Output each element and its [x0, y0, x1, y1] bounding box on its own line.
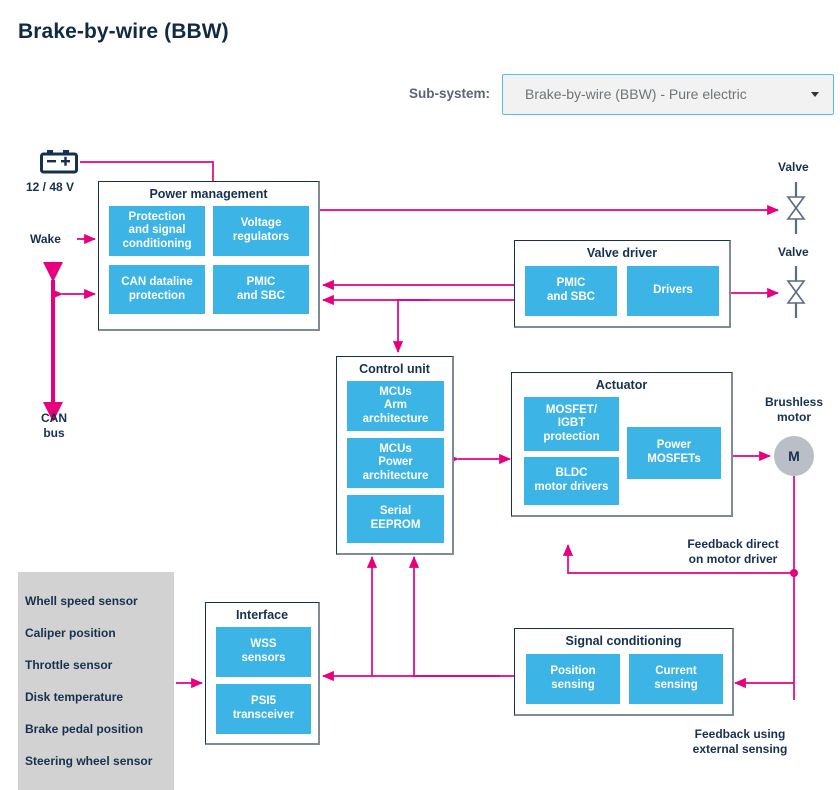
chip-valve-pmic-and-sbc[interactable]: PMIC and SBC [525, 266, 617, 316]
motor-line1: Brushless [764, 395, 824, 409]
feedback-direct-line2: on motor driver [688, 552, 778, 566]
feedback-direct-label: Feedback direct on motor driver [658, 537, 808, 567]
power-management-title: Power management [149, 187, 268, 201]
list-item: Throttle sensor [25, 658, 113, 672]
chip-line: architecture [362, 469, 429, 482]
can-bus-line2: bus [43, 426, 65, 440]
chip-line: WSS [250, 638, 277, 651]
valve-top-label: Valve [778, 160, 809, 174]
chip-line: MOSFET/ [545, 403, 598, 416]
can-bus-line1: CAN [41, 411, 67, 425]
chip-line: transceiver [232, 709, 295, 721]
list-item: Caliper position [25, 626, 116, 640]
chip-mosfet-igbt-protection[interactable]: MOSFET/ IGBT protection [524, 397, 619, 451]
chip-line: sensing [551, 679, 595, 691]
chip-line: Current [655, 665, 697, 678]
supply-voltage-label: 12 / 48 V [26, 180, 75, 194]
valve-top-icon [786, 182, 806, 234]
valve-bottom-label: Valve [778, 245, 809, 259]
module-actuator[interactable]: Actuator MOSFET/ IGBT protection BLDC mo… [511, 372, 733, 517]
chip-voltage-regulators[interactable]: Voltage regulators [213, 206, 309, 256]
chip-line: regulators [232, 231, 290, 243]
subsystem-select[interactable]: Brake-by-wire (BBW) - Pure electric [502, 74, 834, 115]
chip-line: MOSFETs [647, 453, 701, 465]
sensor-list-panel: Whell speed sensor Caliper position Thro… [18, 572, 174, 790]
actuator-title: Actuator [595, 378, 648, 392]
chip-position-sensing[interactable]: Position sensing [526, 654, 620, 704]
chip-line: PMIC [246, 275, 276, 288]
chip-line: Power [656, 439, 692, 452]
chip-line: Drivers [653, 284, 693, 297]
chip-line: and SBC [237, 289, 285, 302]
chip-line: motor drivers [534, 481, 609, 493]
chip-line: protection [128, 289, 186, 302]
chip-line: PSI5 [251, 695, 276, 708]
interface-title: Interface [235, 608, 289, 622]
chip-line: sensing [654, 679, 698, 691]
module-power-management[interactable]: Power management Protection and signal c… [98, 181, 320, 331]
valve-driver-title: Valve driver [586, 246, 658, 260]
chip-bldc-motor-drivers[interactable]: BLDC motor drivers [524, 457, 619, 505]
page-title: Brake-by-wire (BBW) [18, 20, 229, 43]
motor-line2: motor [777, 410, 811, 424]
chip-line: Serial [379, 505, 412, 518]
list-item: Whell speed sensor [25, 594, 138, 608]
chip-line: MCUs [379, 385, 412, 398]
chip-psi5-transceiver[interactable]: PSI5 transceiver [216, 684, 311, 734]
feedback-external-line1: Feedback using [694, 727, 786, 741]
chip-line: Voltage [240, 217, 282, 230]
module-signal-conditioning[interactable]: Signal conditioning Position sensing Cur… [514, 628, 734, 716]
chip-line: and signal [128, 224, 186, 237]
chip-line: BLDC [555, 467, 588, 480]
chip-current-sensing[interactable]: Current sensing [629, 654, 723, 704]
chip-line: Power [378, 456, 413, 469]
chip-protection-signal-conditioning[interactable]: Protection and signal conditioning [109, 206, 205, 256]
motor-glyph: M [788, 448, 800, 464]
chip-can-dataline-protection[interactable]: CAN dataline protection [109, 265, 205, 314]
chip-line: protection [543, 430, 600, 443]
module-interface[interactable]: Interface WSS sensors PSI5 transceiver [205, 602, 320, 745]
chip-line: Arm [383, 399, 407, 412]
chip-line: CAN dataline [121, 275, 193, 288]
chip-line: IGBT [557, 417, 586, 430]
feedback-direct-line1: Feedback direct [687, 537, 779, 551]
brushless-motor-label: Brushless motor [746, 395, 840, 425]
chip-line: Position [550, 665, 596, 678]
chip-power-mosfets[interactable]: Power MOSFETs [627, 427, 721, 479]
module-control-unit[interactable]: Control unit MCUs Arm architecture MCUs … [336, 356, 454, 555]
wire-junction-dot [790, 569, 798, 577]
list-item: Brake pedal position [25, 722, 144, 736]
chip-wss-sensors[interactable]: WSS sensors [216, 627, 311, 677]
chip-line: PMIC [556, 277, 586, 290]
chip-line: conditioning [122, 237, 192, 250]
chip-mcus-power-architecture[interactable]: MCUs Power architecture [347, 438, 444, 488]
module-valve-driver[interactable]: Valve driver PMIC and SBC Drivers [514, 240, 731, 328]
control-unit-title: Control unit [359, 362, 430, 376]
chip-line: EEPROM [370, 519, 421, 531]
wake-label: Wake [30, 232, 61, 246]
chip-line: and SBC [547, 291, 595, 303]
chevron-down-icon[interactable] [811, 92, 819, 97]
feedback-external-label: Feedback using external sensing [660, 727, 820, 757]
list-item: Disk temperature [25, 690, 124, 704]
chip-line: MCUs [379, 442, 412, 455]
chip-mcus-arm-architecture[interactable]: MCUs Arm architecture [347, 381, 444, 431]
chip-line: Protection [128, 210, 186, 223]
battery-icon [40, 150, 78, 174]
can-bus-label: CAN bus [32, 411, 76, 441]
chip-pmic-and-sbc[interactable]: PMIC and SBC [213, 265, 309, 314]
valve-bottom-icon [786, 266, 806, 318]
chip-drivers[interactable]: Drivers [627, 266, 719, 316]
chip-line: architecture [362, 412, 429, 425]
list-item: Steering wheel sensor [25, 754, 153, 768]
signal-conditioning-title: Signal conditioning [565, 634, 682, 648]
feedback-external-line2: external sensing [692, 742, 788, 756]
subsystem-selected-value: Brake-by-wire (BBW) - Pure electric [525, 86, 747, 102]
brushless-motor-icon: M [774, 436, 814, 476]
chip-serial-eeprom[interactable]: Serial EEPROM [347, 495, 444, 543]
subsystem-label: Sub-system: [408, 86, 490, 101]
chip-line: sensors [241, 652, 286, 664]
